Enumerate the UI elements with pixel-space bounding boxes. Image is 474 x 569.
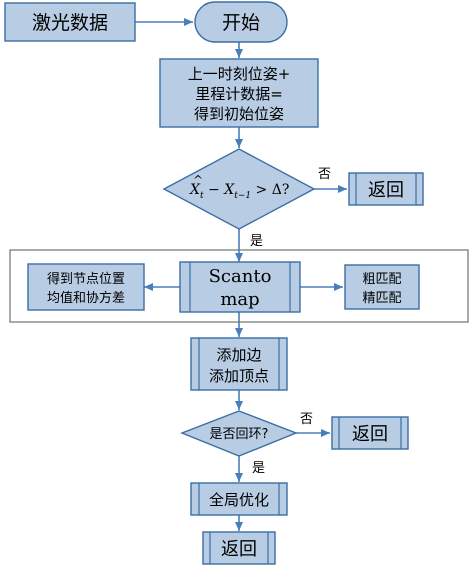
decision1-diamond: Xt − Xt−1 > Δ? ^ (162, 148, 316, 230)
match-line2: 精匹配 (362, 291, 401, 306)
decision1-hat: ^ (193, 173, 203, 187)
add-line2: 添加顶点 (209, 367, 269, 385)
laser-data-box: 激光数据 (4, 2, 136, 42)
start-label: 开始 (222, 12, 260, 34)
return2-label: 返回 (352, 424, 388, 445)
match-line1: 粗匹配 (362, 272, 401, 287)
node-stats-box: 得到节点位置 均值和协方差 (27, 263, 145, 311)
edge-label-yes-2: 是 (252, 461, 265, 476)
final-return-box: 返回 (202, 531, 276, 565)
scanto-map-box: Scanto map (179, 261, 301, 313)
scanto-line1: Scanto (209, 266, 272, 287)
decision1-rhs: > Δ? (256, 182, 290, 198)
laser-data-label: 激光数据 (32, 12, 108, 34)
start-terminal: 开始 (194, 1, 288, 43)
return2-box: 返回 (331, 416, 409, 450)
initial-pose-line2: 里程计数据= (195, 85, 283, 103)
decision2-diamond: 是否回环? (180, 410, 298, 457)
initial-pose-line3: 得到初始位姿 (194, 105, 284, 123)
return1-box: 返回 (348, 172, 424, 206)
global-optimization-box: 全局优化 (190, 482, 288, 516)
decision2-label: 是否回环? (210, 427, 269, 442)
add-edge-vertex-box: 添加边 添加顶点 (190, 337, 288, 391)
node-stats-line2: 均值和协方差 (47, 290, 125, 306)
add-line1: 添加边 (216, 346, 261, 364)
return1-label: 返回 (368, 180, 404, 201)
edge-label-yes-1: 是 (250, 234, 263, 249)
global-opt-label: 全局优化 (209, 491, 269, 509)
initial-pose-line1: 上一时刻位姿+ (188, 65, 291, 83)
initial-pose-box: 上一时刻位姿+ 里程计数据= 得到初始位姿 (159, 58, 319, 128)
decision1-formula: Xt − Xt−1 > Δ? (189, 182, 289, 201)
scanto-line2: map (220, 289, 259, 310)
final-return-label: 返回 (221, 539, 257, 560)
node-stats-line1: 得到节点位置 (47, 271, 125, 287)
edge-label-no-2: 否 (300, 412, 313, 427)
connectors (135, 18, 347, 531)
match-box: 粗匹配 精匹配 (344, 264, 420, 310)
edge-label-no-1: 否 (318, 167, 331, 182)
